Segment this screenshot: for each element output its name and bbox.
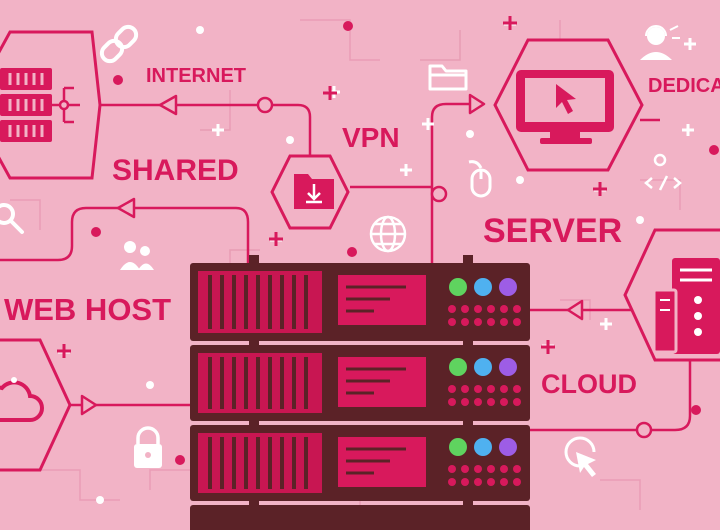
link-icon bbox=[99, 24, 139, 64]
server-unit-1 bbox=[190, 263, 530, 341]
hexagon-cloud bbox=[0, 338, 72, 472]
label-server: SERVER bbox=[483, 212, 623, 250]
label-web-host: WEB HOST bbox=[4, 292, 172, 327]
server-unit-3 bbox=[190, 425, 530, 501]
download-folder-icon bbox=[294, 174, 334, 209]
label-shared: SHARED bbox=[112, 154, 239, 187]
click-pointer-icon bbox=[564, 436, 596, 477]
arrow-heads bbox=[80, 93, 584, 416]
support-agent-icon bbox=[640, 25, 680, 60]
monitor-cursor-icon bbox=[516, 70, 614, 144]
hexagon-rack bbox=[0, 30, 102, 180]
globe-icon bbox=[369, 215, 407, 253]
users-icon bbox=[120, 241, 154, 270]
label-cloud: CLOUD bbox=[541, 369, 637, 399]
hexagon-vpn bbox=[270, 154, 350, 230]
label-dedicated: DEDICA bbox=[648, 75, 720, 97]
padlock-icon bbox=[134, 426, 162, 468]
hexagon-monitor bbox=[493, 38, 644, 172]
server-tower-icon bbox=[652, 258, 720, 354]
connection-nodes bbox=[256, 96, 653, 439]
plus-marks-pink bbox=[57, 16, 607, 358]
gear-code-icon bbox=[644, 153, 682, 191]
cloud-icon bbox=[0, 380, 44, 422]
label-vpn: VPN bbox=[342, 122, 400, 153]
server-unit-2 bbox=[190, 345, 530, 421]
server-rack bbox=[190, 255, 530, 530]
search-icon bbox=[0, 203, 24, 234]
mouse-icon bbox=[468, 160, 492, 198]
label-internet: INTERNET bbox=[146, 65, 246, 87]
connection-lines bbox=[0, 102, 692, 432]
hexagon-tower bbox=[623, 228, 720, 362]
folder-icon bbox=[428, 64, 468, 91]
